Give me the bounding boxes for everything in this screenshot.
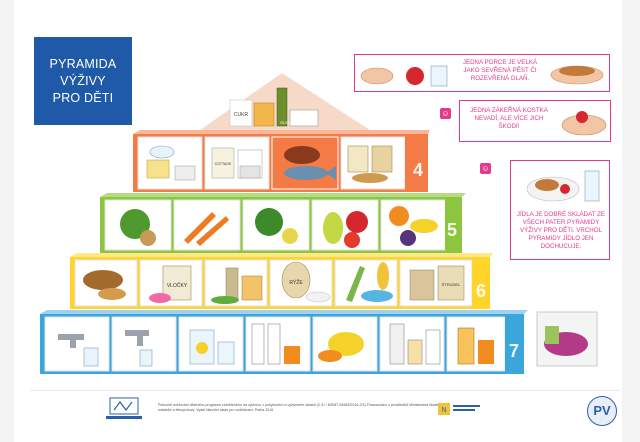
level-4-number: 4: [413, 160, 423, 181]
footer: Pokusné ověřování děleného programu zamě…: [30, 390, 620, 430]
footer-divider: [30, 390, 620, 391]
sweets-icon: [558, 103, 610, 141]
tip-portion-text: JEDNA PORCE JE VELKÁ JAKO SEVŘENÁ PĚST Č…: [461, 59, 539, 83]
sugar-label: CUKR: [234, 112, 249, 118]
fist-and-apple-icon: [359, 58, 459, 90]
tip-sweet-text: JEDNA ZÁKEŘNÁ KOSTKA NEVADÍ, ALE VÍCE JI…: [464, 107, 554, 131]
level-5-number: 5: [447, 220, 457, 241]
smiley-icon-1: ☺: [440, 108, 451, 119]
level-7-number: 7: [509, 341, 519, 362]
tip-portion-size: JEDNA PORCE JE VELKÁ JAKO SEVŘENÁ PĚST Č…: [354, 54, 610, 92]
smiley-icon-2: ☺: [480, 163, 491, 174]
ministry-logo: [104, 396, 144, 422]
pv-logo: PV: [587, 396, 617, 426]
footer-note: Pokusné ověřování děleného programu zamě…: [158, 403, 448, 413]
tip-sweet-cube: JEDNA ZÁKEŘNÁ KOSTKA NEVADÍ, ALE VÍCE JI…: [459, 100, 611, 142]
cottage-label: COTTAGE: [215, 162, 232, 166]
bread-icon: [547, 59, 607, 89]
tip-combine-foods: JÍDLA JE DOBRÉ SKLÁDAT ZE VŠECH PATER PY…: [510, 160, 610, 260]
level-6: VLOČKY RÝŽE ŠTRUDEL: [70, 253, 493, 309]
rice-label: RÝŽE: [289, 278, 303, 286]
plate-icon: [513, 163, 609, 207]
level-6-number: 6: [476, 281, 486, 302]
tip-combine-text: JÍDLA JE DOBRÉ SKLÁDAT ZE VŠECH PATER PY…: [515, 211, 607, 251]
strudel-label: ŠTRUDEL: [442, 282, 461, 287]
flakes-label: VLOČKY: [167, 282, 188, 289]
level-5: [100, 193, 466, 253]
oil-label: OLEJ: [280, 120, 290, 125]
level-4: COTTAGE: [133, 130, 430, 192]
institute-logo: N: [438, 402, 482, 416]
svg-text:N: N: [441, 407, 446, 414]
level-7: [40, 310, 528, 374]
